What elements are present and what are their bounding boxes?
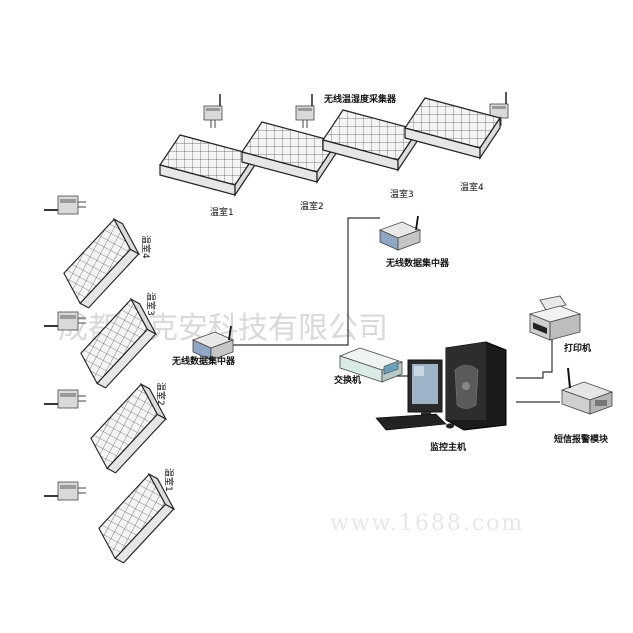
printer-device: [528, 295, 582, 341]
sensor-left-2: [43, 389, 87, 409]
host-computer: [375, 341, 507, 431]
sms-module-label: 短信报警模块: [554, 433, 609, 445]
switch-device: [338, 347, 404, 383]
switch-label: 交换机: [334, 374, 361, 386]
sms-module-device: [560, 367, 614, 415]
connection-lines: [233, 217, 560, 403]
printer-label: 打印机: [564, 342, 591, 354]
greenhouse-top-3-label: 温室3: [390, 188, 414, 200]
greenhouse-top-4-label: 温室4: [460, 181, 484, 193]
greenhouse-top-2-label: 温室2: [300, 200, 324, 212]
greenhouse-top-1-label: 温室1: [210, 206, 234, 218]
sensor-title-label: 无线温湿度采集器: [323, 93, 397, 105]
sensor-top-1: [203, 93, 223, 129]
sensor-left-4: [43, 195, 87, 215]
watermark-url: www.1688.com: [330, 511, 524, 536]
greenhouse-left-3-label: 温室3: [145, 292, 157, 316]
sensor-left-1: [43, 481, 87, 501]
greenhouse-top-4: [404, 97, 501, 159]
greenhouse-left-4-label: 温室4: [140, 235, 152, 259]
concentrator-right-label: 无线数据集中器: [385, 257, 450, 269]
greenhouse-top-2: [241, 121, 338, 183]
concentrator-left-label: 无线数据集中器: [171, 355, 236, 367]
greenhouse-top-1: [159, 134, 256, 196]
greenhouse-top-3: [322, 109, 419, 171]
greenhouse-left-2-label: 温室2: [155, 382, 167, 406]
concentrator-right: [379, 215, 421, 251]
greenhouse-left-1-label: 温室1: [163, 468, 175, 492]
host-label: 监控主机: [430, 441, 466, 453]
sensor-top-2: [295, 93, 315, 129]
